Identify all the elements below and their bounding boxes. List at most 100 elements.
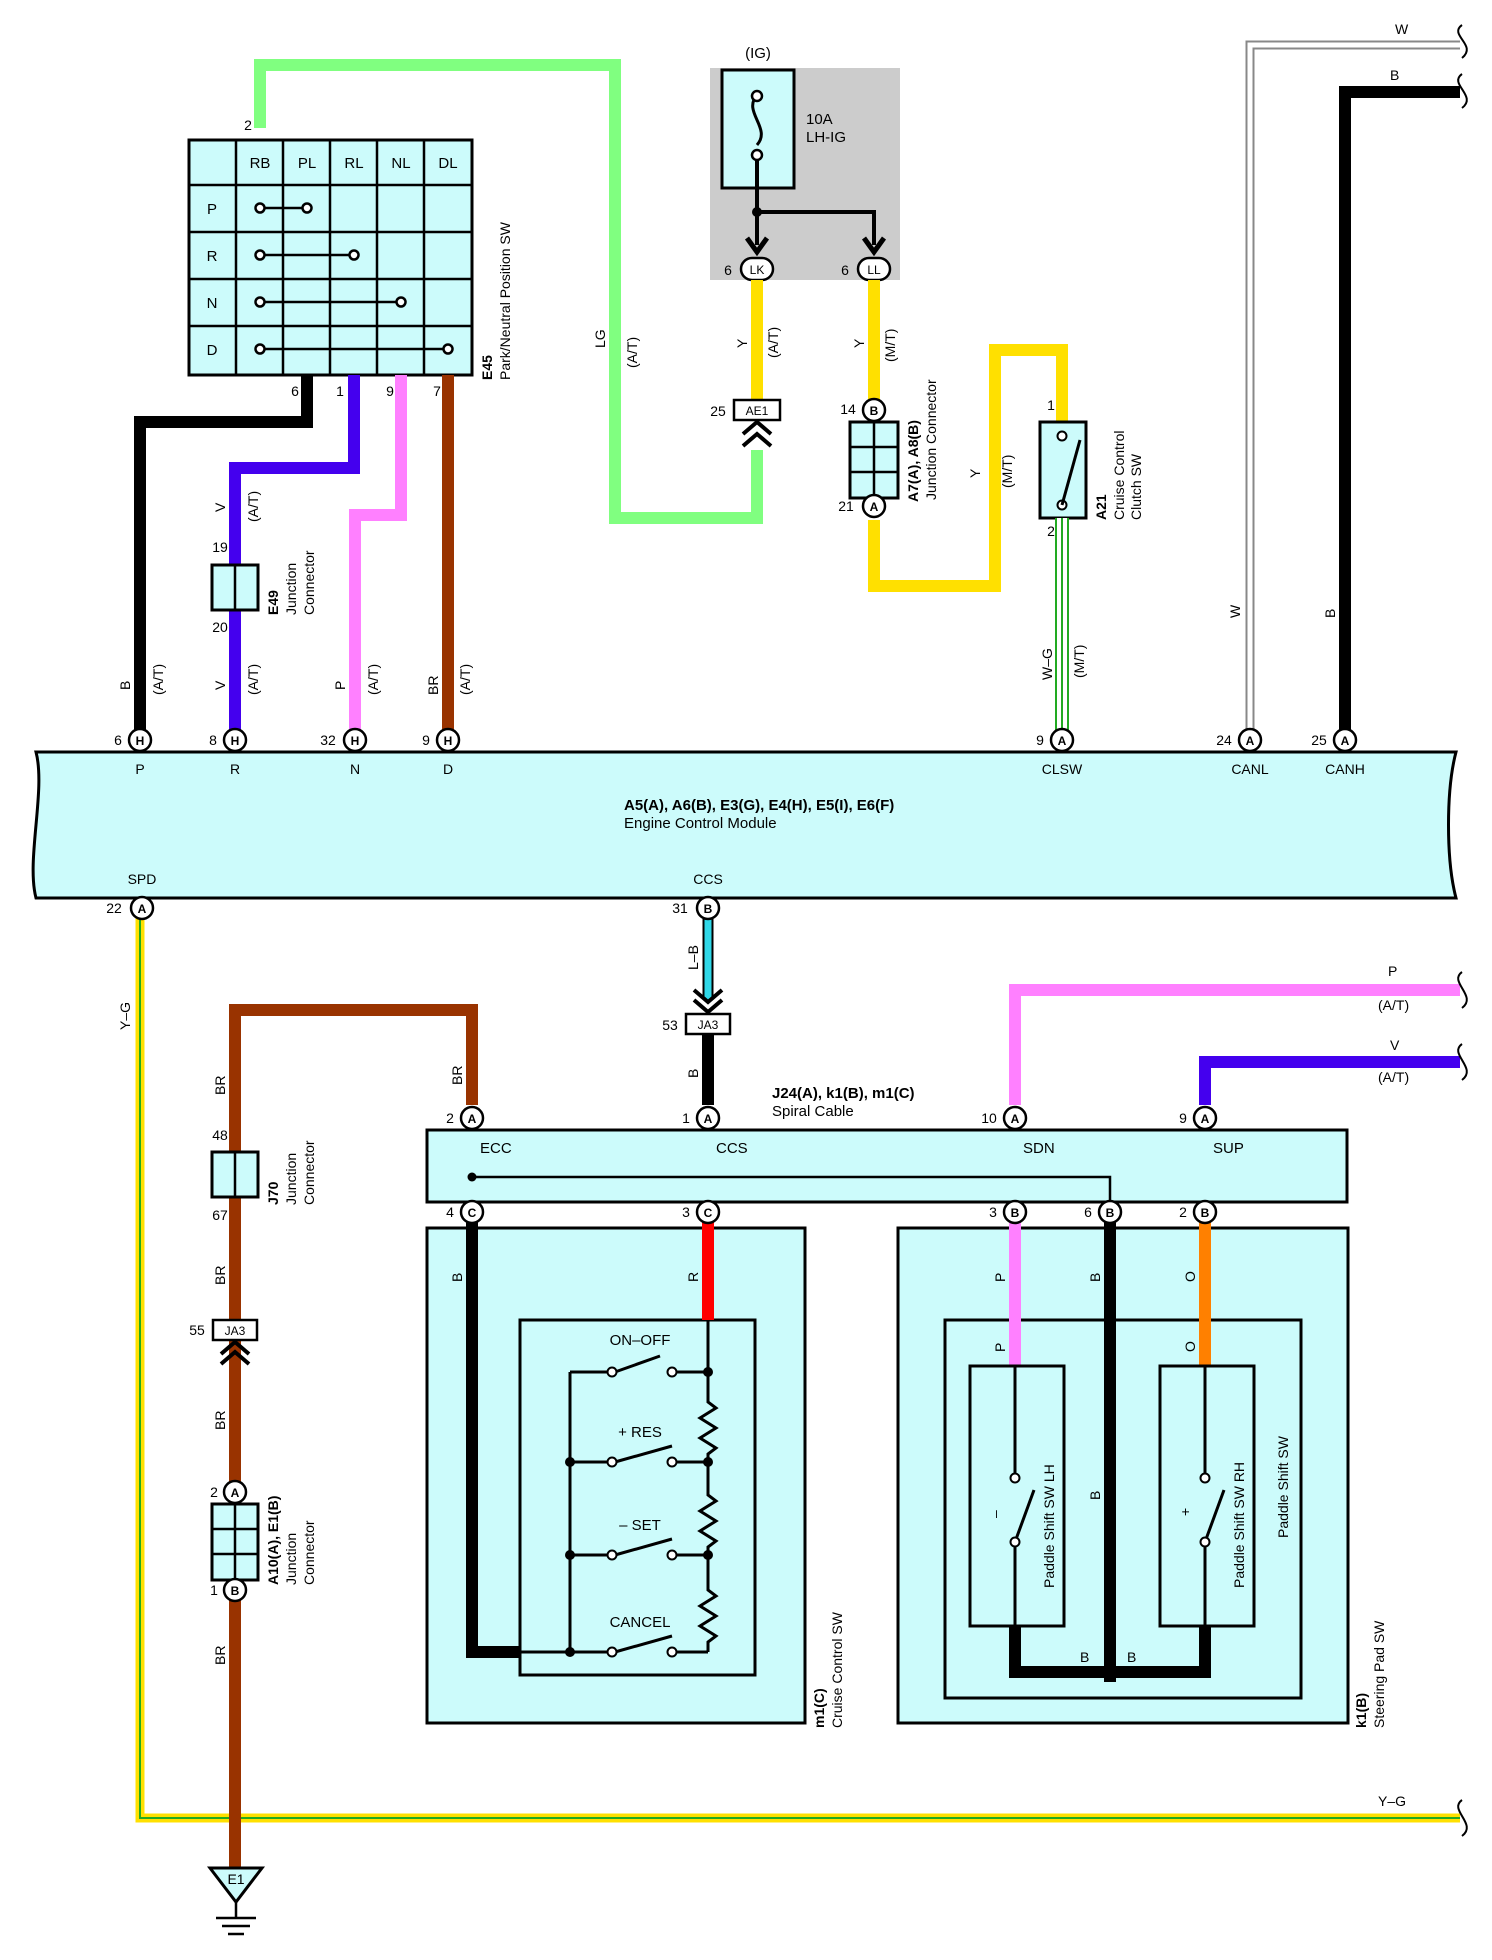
spiral-cable-link-dot [467, 1172, 477, 1182]
ecm-pin-canh-conn: A [1341, 734, 1350, 748]
j70-line2: Connector [301, 1140, 317, 1205]
spiral-pin-ccs [695, 1105, 721, 1131]
ecm-pin-n-num: 32 [320, 732, 336, 748]
pnp-row-n: N [207, 295, 218, 312]
paddle-shift-sw-label: Paddle Shift SW [1275, 1435, 1291, 1538]
spiral-signal-ccs: CCS [716, 1140, 748, 1157]
pnp-pin-9: 9 [386, 383, 394, 399]
wire-w [1245, 40, 1460, 730]
wire-y-mt-loop-mt: (M/T) [999, 455, 1015, 488]
ecm-pin-ccs-name: CCS [693, 871, 723, 887]
ecm-pin-d-name: D [443, 761, 453, 777]
e49-pin-bottom: 20 [212, 619, 228, 635]
pin-lk-label: LK [750, 263, 765, 277]
paddle-rh-contact-top [1199, 1472, 1211, 1484]
paddle-lh-minus: – [987, 1510, 1003, 1518]
wire-v-spiral-label: V [1390, 1037, 1400, 1053]
wire-br-at-label: (A/T) [457, 664, 473, 695]
j70-pin-bottom: 67 [212, 1207, 228, 1223]
ecm-pin-p-name: P [135, 761, 144, 777]
a21-line1: Cruise Control [1111, 431, 1127, 520]
pnp-col-pl: PL [298, 155, 316, 172]
paddle-rh-plus: + [1177, 1508, 1193, 1516]
junction-connector-a10e1-grid [212, 1504, 258, 1580]
connector-ja3-top-name: JA3 [698, 1018, 719, 1032]
pin-a7a8-top-conn: B [870, 404, 879, 418]
spiral-pin-ecc-conn: A [468, 1112, 477, 1126]
ecm-pin-d-conn: H [444, 734, 453, 748]
wire-y-mt-loop [868, 344, 1068, 592]
ecm-pin-clsw-name: CLSW [1042, 761, 1083, 777]
ecm-pin-ccs-conn: B [704, 902, 713, 916]
paddle-ground-junction [1102, 1664, 1118, 1680]
paddle-shift-lh-box [968, 1364, 1066, 1628]
ecm-pin-spd-name: SPD [128, 871, 157, 887]
pin-a10e1-bottom-conn: B [231, 1584, 240, 1598]
ja3-top-chevron [692, 988, 724, 1015]
ecm-pin-canh-num: 25 [1311, 732, 1327, 748]
connector-ae1-pin: 25 [710, 403, 726, 419]
wire-w-label: W [1395, 21, 1409, 37]
switch-cancel-label: CANCEL [610, 1614, 671, 1631]
spiral-cable-title: J24(A), k1(B), m1(C) [772, 1085, 915, 1102]
spiral-pin-sup-conn: A [1201, 1112, 1210, 1126]
ecm-title: A5(A), A6(B), E3(G), E4(H), E5(I), E6(F) [624, 797, 894, 814]
spiral-pin-ecc [459, 1105, 485, 1131]
pnp-row-p: P [207, 201, 217, 218]
e49-line1: Junction [283, 563, 299, 615]
ecm-pin-canl [1237, 727, 1263, 753]
ecm-pin-ccs [695, 895, 721, 921]
wire-b-break [1457, 73, 1468, 109]
ecm-pin-r [222, 727, 248, 753]
wire-w-break [1457, 24, 1468, 59]
connector-ae1-name: AE1 [746, 404, 769, 418]
wire-lg-at: (A/T) [624, 337, 640, 368]
a21-pin-bottom: 2 [1047, 523, 1055, 539]
wire-yg-label-vert: Y–G [117, 1002, 133, 1030]
paddle-lh-contact-top [1009, 1472, 1021, 1484]
wire-w-inner [1247, 42, 1460, 730]
spiral-signal-sup: SUP [1213, 1140, 1244, 1157]
wire-v-at [229, 375, 360, 565]
e49-line2: Connector [301, 550, 317, 615]
spiral-bottom-pin-4c-num: 4 [446, 1204, 454, 1220]
clutch-switch-blade [1060, 439, 1082, 506]
cruise-switch-contacts [606, 1366, 678, 1658]
paddle-lh-contact-bottom [1009, 1536, 1021, 1548]
wire-b-canh [1339, 86, 1460, 730]
wire-b-cancel [466, 1222, 520, 1658]
ecm-pin-clsw [1049, 727, 1075, 753]
wire-lg [254, 59, 763, 524]
pnp-col-rb: RB [250, 155, 271, 172]
ecm-pin-clsw-num: 9 [1036, 732, 1044, 748]
pnp-pin-1: 1 [336, 383, 344, 399]
pnp-connections [254, 202, 454, 355]
spiral-bottom-pin-4c-conn: C [468, 1206, 477, 1220]
wire-v-at-bottom: (A/T) [245, 664, 261, 695]
paddle-rh-contact-bottom [1199, 1536, 1211, 1548]
wire-wg-label: W–G [1039, 648, 1055, 680]
ecm-pin-clsw-conn: A [1058, 734, 1067, 748]
wire-br-top-label: BR [449, 1066, 465, 1085]
pin-a10e1-bottom-num: 1 [210, 1582, 218, 1598]
arrow-ll [861, 236, 887, 257]
pin-a10e1-top-num: 2 [210, 1484, 218, 1500]
wire-v-at-top: (A/T) [245, 491, 261, 522]
j70-line1: Junction [283, 1153, 299, 1205]
fuse-terminal-top [750, 89, 764, 103]
ecm-pin-ccs-num: 31 [672, 900, 688, 916]
ecm-pin-spd-conn: A [138, 902, 147, 916]
pin-ll-label: LL [867, 263, 881, 277]
wire-b-ccs-label: B [685, 1069, 701, 1078]
wire-br-label-1: BR [212, 1076, 228, 1095]
fuse-name: LH-IG [806, 129, 846, 146]
wire-br-label-3: BR [212, 1411, 228, 1430]
wire-yg-stripe [139, 915, 1460, 1819]
ground-triangle [206, 1866, 266, 1905]
spiral-bottom-pin-3b-conn: B [1011, 1206, 1020, 1220]
ecm-pin-r-name: R [230, 761, 240, 777]
wire-b-paddle-label-3: B [1080, 1649, 1089, 1665]
spiral-pin-ecc-num: 2 [446, 1110, 454, 1126]
wire-y-at-at: (A/T) [765, 327, 781, 358]
wire-b-at [134, 375, 313, 730]
